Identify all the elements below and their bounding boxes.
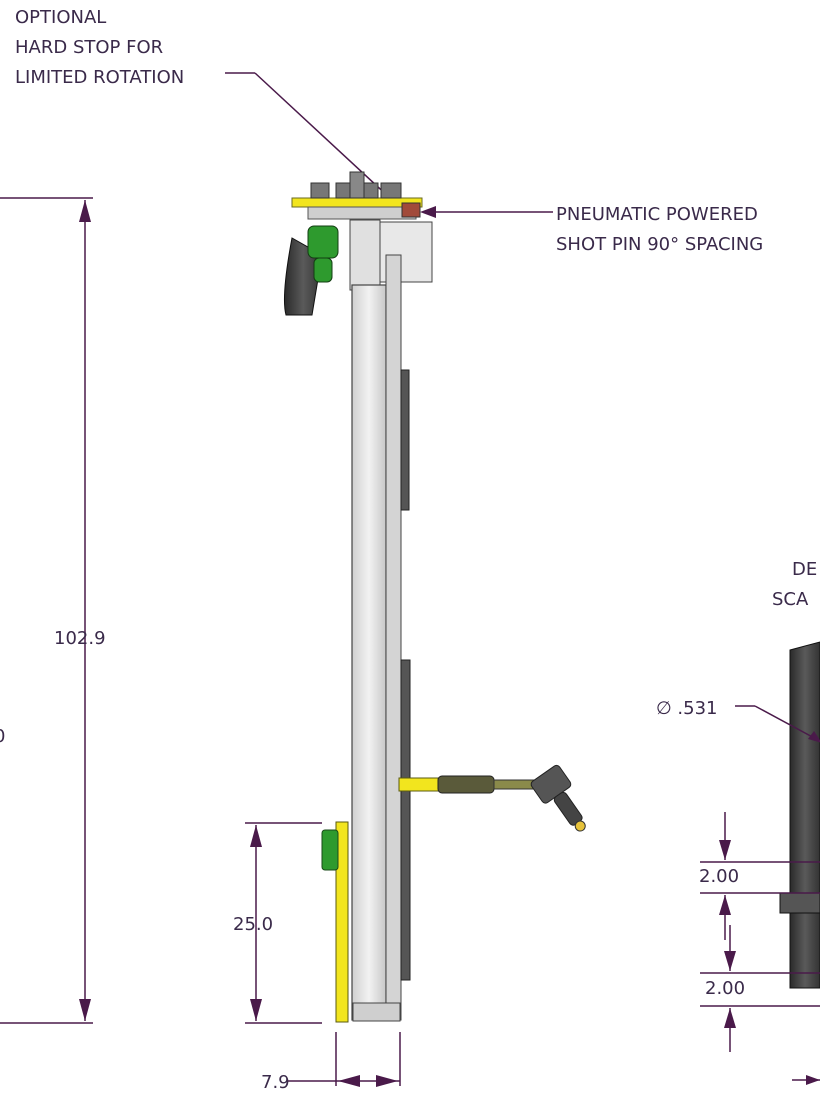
shot-pin-note-line-1: PNEUMATIC POWERED bbox=[556, 204, 758, 225]
back-plate bbox=[400, 369, 410, 511]
main-column bbox=[351, 284, 387, 1021]
detail-collar bbox=[779, 892, 820, 914]
shot-pin-note-line-2: SHOT PIN 90° SPACING bbox=[556, 234, 764, 255]
lower-height-dimension: 25.0 bbox=[233, 822, 322, 1024]
detail-label-line-1: DE bbox=[792, 559, 818, 580]
bolt bbox=[380, 182, 402, 199]
bolt bbox=[363, 182, 379, 199]
mounting-plate bbox=[349, 219, 381, 291]
tool-head bbox=[530, 764, 586, 832]
lower-height-label: 25.0 bbox=[233, 914, 273, 935]
back-plate-lower bbox=[400, 659, 411, 981]
hard-stop-note: OPTIONAL HARD STOP FOR LIMITED ROTATION bbox=[15, 3, 184, 93]
lower-yellow-rail bbox=[335, 821, 349, 1023]
hard-stop-note-line-2: HARD STOP FOR bbox=[15, 37, 164, 58]
hard-stop-note-line-1: OPTIONAL bbox=[15, 7, 107, 28]
column-assembly bbox=[283, 171, 586, 1023]
rear-rail bbox=[385, 254, 402, 1021]
detail-body bbox=[789, 641, 820, 989]
detail-view: ∅ .531 2.00 2.00 bbox=[656, 641, 820, 1085]
handle-valve bbox=[307, 225, 339, 259]
detail-lower-label: 2.00 bbox=[705, 978, 745, 999]
bolt bbox=[335, 182, 351, 199]
shot-pin-leader bbox=[420, 206, 553, 218]
arm-cylinder bbox=[437, 775, 495, 794]
shot-pin bbox=[401, 202, 421, 218]
bolt bbox=[310, 182, 330, 199]
base-width-label: 7.9 bbox=[261, 1072, 290, 1093]
detail-label: DE SCA bbox=[772, 555, 817, 615]
hard-stop-note-line-3: LIMITED ROTATION bbox=[15, 67, 185, 88]
overall-height-label: 102.9 bbox=[54, 628, 106, 649]
flange-plate bbox=[307, 206, 417, 220]
diameter-label: ∅ .531 bbox=[656, 698, 717, 719]
shot-pin-note: PNEUMATIC POWERED SHOT PIN 90° SPACING bbox=[556, 200, 763, 260]
detail-label-line-2: SCA bbox=[772, 589, 809, 610]
base-width-dimension: 7.9 bbox=[261, 1032, 401, 1093]
left-partial-label: 0 bbox=[0, 726, 5, 747]
handle-valve-lower bbox=[313, 257, 333, 283]
lower-cylinder bbox=[321, 829, 339, 871]
overall-height-dimension: 102.9 0 bbox=[0, 197, 106, 1024]
column-base bbox=[352, 1002, 401, 1022]
detail-upper-label: 2.00 bbox=[699, 866, 739, 887]
bolt bbox=[349, 171, 365, 199]
